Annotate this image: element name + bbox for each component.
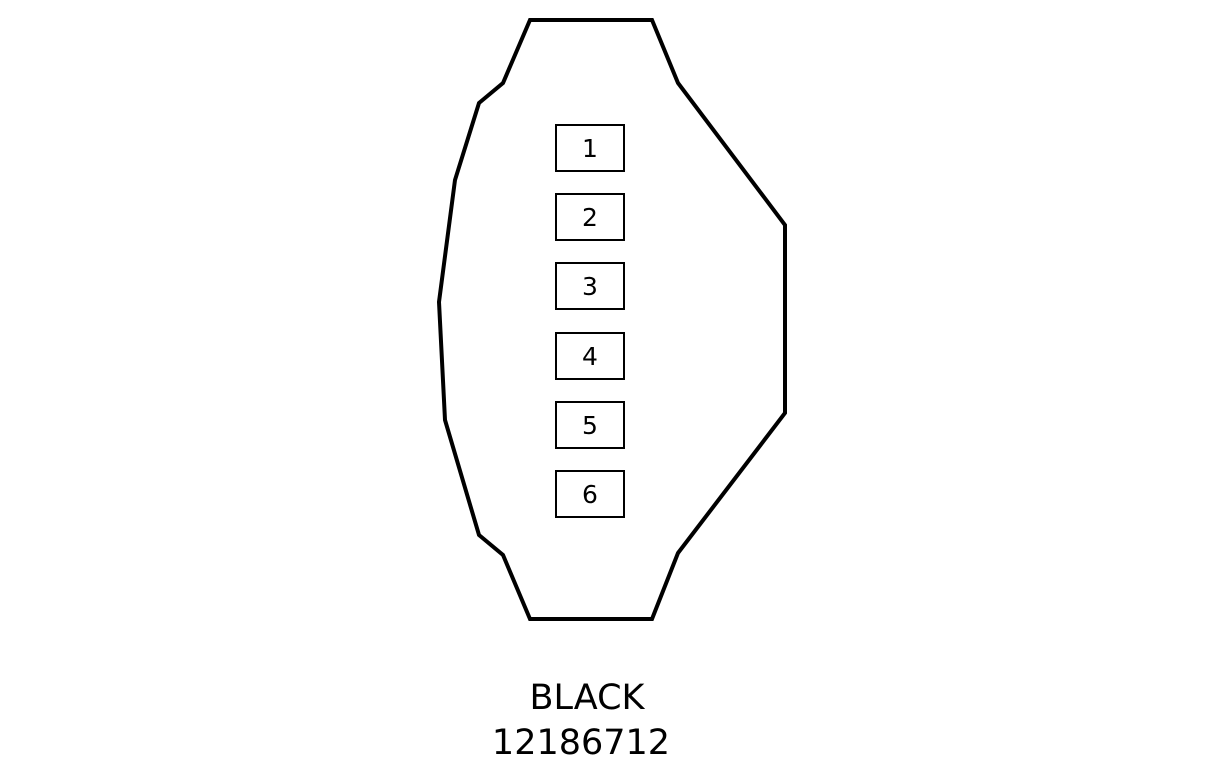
connector-color-label: BLACK xyxy=(529,678,645,718)
pin-4-label: 4 xyxy=(582,342,598,371)
pin-2-label: 2 xyxy=(582,203,598,232)
pin-3-label: 3 xyxy=(582,272,598,301)
pin-6: 6 xyxy=(555,470,625,518)
connector-outline xyxy=(436,18,787,621)
pin-6-label: 6 xyxy=(582,480,598,509)
pin-2: 2 xyxy=(555,193,625,241)
pin-5-label: 5 xyxy=(582,411,598,440)
pin-1: 1 xyxy=(555,124,625,172)
pin-4: 4 xyxy=(555,332,625,380)
pin-5: 5 xyxy=(555,401,625,449)
pin-3: 3 xyxy=(555,262,625,310)
part-number-label: 12186712 xyxy=(492,723,670,763)
pin-1-label: 1 xyxy=(582,134,598,163)
